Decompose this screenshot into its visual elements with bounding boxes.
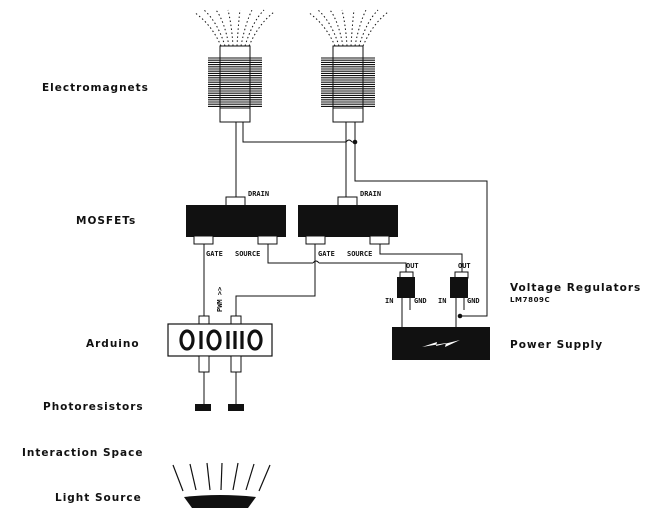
arduino: PWM >> bbox=[167, 287, 273, 373]
mosfet-2-drain-tab bbox=[337, 196, 358, 207]
regulator-2-out-label: OUT bbox=[458, 262, 471, 270]
mosfet-2-gate-label: GATE bbox=[318, 250, 335, 258]
light-rays bbox=[172, 462, 271, 492]
regulator-1-gnd-label: GND bbox=[414, 297, 427, 305]
regulator-1-out-label: OUT bbox=[406, 262, 419, 270]
label-voltage-regulators: Voltage Regulators bbox=[510, 282, 641, 294]
regulator-2-gnd-label: GND bbox=[467, 297, 480, 305]
mosfet-2-body bbox=[298, 205, 398, 237]
label-photoresistors: Photoresistors bbox=[43, 401, 144, 413]
voltage-regulator-2-body bbox=[450, 277, 468, 298]
electromagnet-2 bbox=[321, 45, 375, 123]
magnetic-field-left bbox=[193, 9, 275, 47]
label-arduino: Arduino bbox=[86, 338, 140, 350]
mosfet-1-drain-tab bbox=[225, 196, 246, 207]
lamp-shape bbox=[184, 495, 256, 508]
label-mosfets: MOSFETs bbox=[76, 215, 136, 227]
regulator-2-in-label: IN bbox=[438, 297, 446, 305]
power-supply-body bbox=[392, 327, 490, 360]
label-electromagnets: Electromagnets bbox=[42, 82, 149, 94]
label-power-supply: Power Supply bbox=[510, 339, 603, 351]
junction-dot-top bbox=[352, 139, 358, 145]
mosfet-1-source-pin bbox=[257, 235, 278, 245]
lightning-icon bbox=[422, 340, 460, 347]
mosfet-1-drain-label: DRAIN bbox=[248, 190, 269, 198]
label-light-source: Light Source bbox=[55, 492, 142, 504]
power-supply bbox=[392, 327, 490, 360]
mosfet-1: DRAIN GATE SOURCE bbox=[186, 190, 286, 258]
mosfet-1-source-label: SOURCE bbox=[235, 250, 260, 258]
mosfet-2-source-label: SOURCE bbox=[347, 250, 372, 258]
mosfet-1-gate-label: GATE bbox=[206, 250, 223, 258]
electromagnet-1 bbox=[208, 45, 262, 123]
mosfet-2-gate-pin bbox=[305, 235, 326, 245]
pwm-label: PWM >> bbox=[216, 287, 224, 312]
arduino-logo bbox=[179, 329, 263, 351]
light-source bbox=[172, 462, 271, 508]
mosfet-1-body bbox=[186, 205, 286, 237]
voltage-regulator-1-body bbox=[397, 277, 415, 298]
junction-dot-power bbox=[457, 313, 463, 319]
photoresistor-2 bbox=[228, 404, 244, 411]
magnetic-field-right bbox=[307, 9, 389, 47]
mosfet-2: DRAIN GATE SOURCE bbox=[298, 190, 398, 258]
mosfet-2-source-pin bbox=[369, 235, 390, 245]
label-interaction-space: Interaction Space bbox=[22, 447, 143, 459]
voltage-regulator-2: OUT IN GND bbox=[438, 262, 480, 305]
regulator-1-in-label: IN bbox=[385, 297, 393, 305]
mosfet-1-gate-pin bbox=[193, 235, 214, 245]
wires bbox=[203, 122, 488, 372]
voltage-regulator-1: OUT IN GND bbox=[385, 262, 427, 305]
photoresistor-1 bbox=[195, 404, 211, 411]
photoresistors bbox=[195, 372, 244, 411]
label-regulator-model: LM7809C bbox=[510, 296, 550, 304]
mosfet-2-drain-label: DRAIN bbox=[360, 190, 381, 198]
